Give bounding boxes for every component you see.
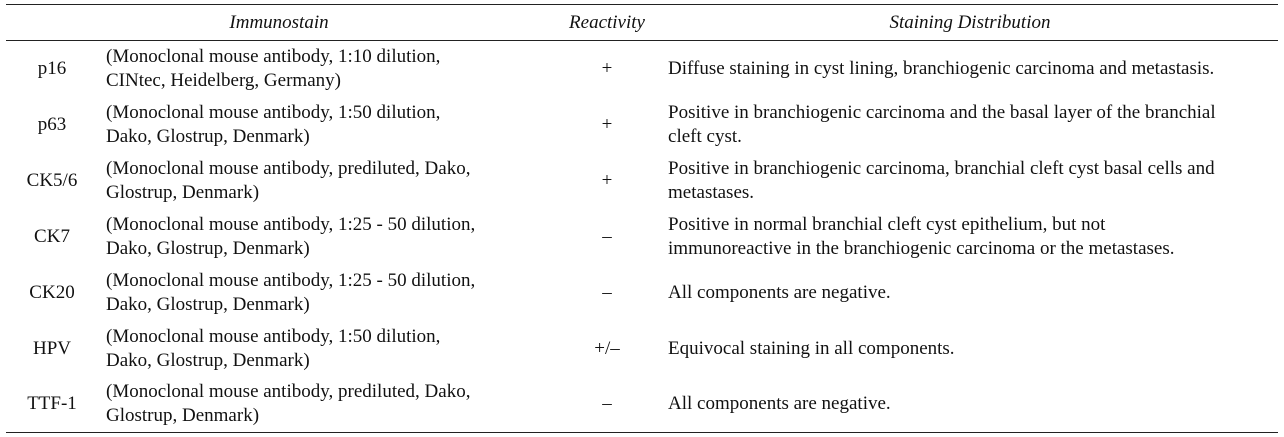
header-staining-distribution: Staining Distribution [662,4,1278,41]
distribution-line: Positive in branchiogenic carcinoma, bra… [668,157,1215,179]
reactivity-value: + [601,113,613,135]
header-row: Immunostain Reactivity Staining Distribu… [6,4,1278,41]
staining-distribution: Diffuse staining in cyst lining, branchi… [662,41,1278,97]
table-row: CK7 (Monoclonal mouse antibody, 1:25 - 5… [6,209,1278,265]
staining-distribution: Positive in branchiogenic carcinoma, bra… [662,153,1278,209]
header-immunostain: Immunostain [6,4,553,41]
antibody-line: Dako, Glostrup, Denmark) [106,349,310,371]
reactivity-value: – [552,376,663,433]
antibody-line: Glostrup, Denmark) [106,405,260,427]
table-row: CK20 (Monoclonal mouse antibody, 1:25 - … [6,265,1278,321]
staining-distribution: All components are negative. [662,265,1278,321]
antibody-line: (Monoclonal mouse antibody, 1:10 dilutio… [106,45,441,67]
table-row: HPV (Monoclonal mouse antibody, 1:50 dil… [6,321,1278,377]
staining-distribution: All components are negative. [662,376,1278,433]
reactivity-value: +/– [594,337,620,359]
reactivity-value: + [601,57,613,79]
header-reactivity: Reactivity [552,4,663,41]
antibody-description: (Monoclonal mouse antibody, 1:25 - 50 di… [98,265,552,321]
antibody-line: (Monoclonal mouse antibody, prediluted, … [106,157,471,179]
antibody-line: Dako, Glostrup, Denmark) [106,125,310,147]
distribution-line: metastases. [668,181,755,203]
antibody-line: (Monoclonal mouse antibody, prediluted, … [106,381,471,403]
distribution-line: cleft cyst. [668,125,742,147]
distribution-line: Positive in normal branchial cleft cyst … [668,213,1106,235]
distribution-line: Diffuse staining in cyst lining, branchi… [668,57,1215,79]
marker-name: CK5/6 [26,169,78,191]
antibody-description: (Monoclonal mouse antibody, 1:50 dilutio… [98,97,552,153]
marker-name: p16 [37,57,67,79]
immunostain-table: Immunostain Reactivity Staining Distribu… [6,4,1278,433]
marker-name: p63 [37,113,67,135]
table-row: p63 (Monoclonal mouse antibody, 1:50 dil… [6,97,1278,153]
staining-distribution: Positive in branchiogenic carcinoma and … [662,97,1278,153]
reactivity-value: + [601,169,613,191]
antibody-line: (Monoclonal mouse antibody, 1:50 dilutio… [106,325,441,347]
antibody-line: (Monoclonal mouse antibody, 1:25 - 50 di… [106,269,476,291]
antibody-description: (Monoclonal mouse antibody, 1:50 dilutio… [98,321,552,377]
distribution-line: Equivocal staining in all components. [668,337,955,359]
table-row: TTF-1 (Monoclonal mouse antibody, predil… [6,376,1278,433]
antibody-line: Dako, Glostrup, Denmark) [106,237,310,259]
antibody-line: (Monoclonal mouse antibody, 1:50 dilutio… [106,101,441,123]
marker-name: HPV [32,337,71,359]
distribution-line: Positive in branchiogenic carcinoma and … [668,101,1216,123]
distribution-line: All components are negative. [668,393,891,415]
antibody-line: Glostrup, Denmark) [106,181,260,203]
antibody-description: (Monoclonal mouse antibody, prediluted, … [98,376,553,433]
antibody-description: (Monoclonal mouse antibody, 1:25 - 50 di… [98,209,552,265]
antibody-line: CINtec, Heidelberg, Germany) [106,69,341,91]
marker-name: TTF-1 [6,376,98,433]
reactivity-value: – [602,281,612,303]
marker-name: CK20 [29,281,75,303]
reactivity-value: – [602,225,612,247]
staining-distribution: Positive in normal branchial cleft cyst … [662,209,1278,265]
antibody-line: (Monoclonal mouse antibody, 1:25 - 50 di… [106,213,476,235]
staining-distribution: Equivocal staining in all components. [662,321,1278,377]
antibody-line: Dako, Glostrup, Denmark) [106,293,310,315]
distribution-line: All components are negative. [668,281,891,303]
table-row: p16 (Monoclonal mouse antibody, 1:10 dil… [6,41,1278,97]
antibody-description: (Monoclonal mouse antibody, 1:10 dilutio… [98,41,552,97]
distribution-line: immunoreactive in the branchiogenic carc… [668,237,1175,259]
antibody-description: (Monoclonal mouse antibody, prediluted, … [98,153,552,209]
table-row: CK5/6 (Monoclonal mouse antibody, predil… [6,153,1278,209]
marker-name: CK7 [34,225,70,247]
